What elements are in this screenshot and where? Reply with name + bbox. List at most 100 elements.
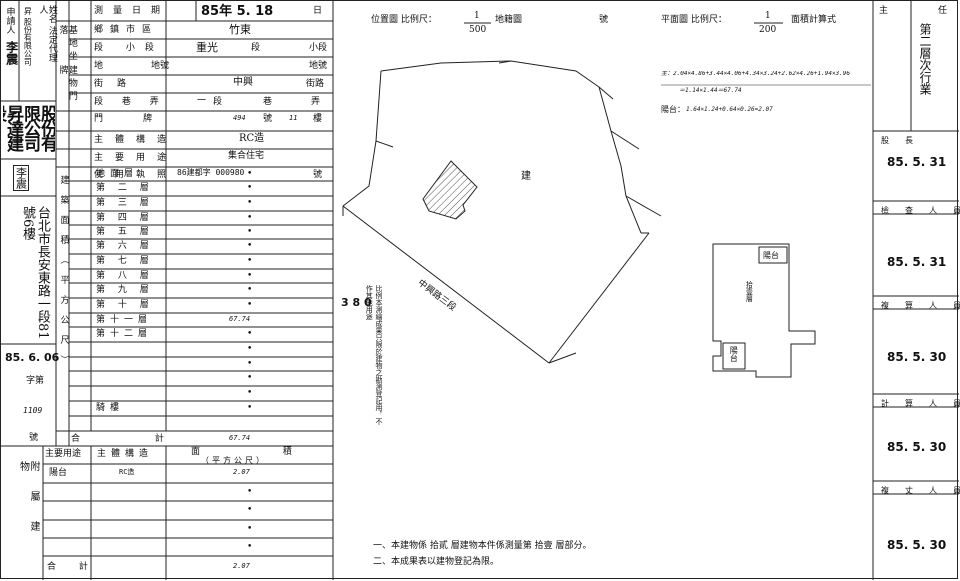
- floor-area-value: •: [247, 256, 253, 266]
- annex-total-label: 合 計: [47, 562, 98, 572]
- role-label: 複丈人員: [881, 486, 960, 495]
- parcel-group-label: 基地坐落: [57, 25, 77, 64]
- balcony-bottom-box: [722, 342, 746, 370]
- parcel-boundary-lines: [342, 60, 662, 364]
- road-suffix: 街路: [306, 79, 325, 89]
- lot-label: 地號: [151, 61, 170, 71]
- company-name-small: 昇 股份有限公司: [23, 7, 33, 66]
- plan-scale-numerator: 1: [765, 11, 771, 21]
- total-label: 合 計: [71, 434, 200, 444]
- applicant-label: 申請人: [4, 7, 15, 34]
- plan-scale-denominator: 200: [759, 25, 777, 35]
- annex-total-value: 2.07: [233, 562, 250, 570]
- number-label: 號: [29, 433, 39, 443]
- city-label: 鄉鎮市區: [94, 25, 159, 35]
- floor-label: 第 六 層: [96, 241, 154, 251]
- director-label: 主任: [879, 6, 947, 16]
- survey-date-value: 85年 5. 18: [201, 4, 274, 19]
- floor-area-value: •: [247, 183, 253, 193]
- annex-side-label: 附屬建物: [17, 461, 40, 551]
- door-no: 號: [263, 114, 273, 124]
- structure-value: RC造: [239, 133, 265, 144]
- building-map-label: 建: [521, 171, 531, 182]
- map-number-label: 號: [599, 15, 609, 25]
- role-date-stamp: 85. 5. 31: [887, 255, 947, 269]
- annex-area: •: [247, 524, 253, 534]
- floor-area-value: •: [247, 169, 253, 179]
- usage-label: 主要用途: [94, 153, 179, 163]
- lane-lane: 巷: [263, 97, 273, 107]
- annex-col-usage: 主要用途: [45, 449, 82, 459]
- floor-plan-title: 平面圖 比例尺：: [661, 15, 727, 25]
- role-label: 股長: [881, 136, 929, 145]
- lot-suffix: 地號: [309, 61, 328, 71]
- building-footprint: [422, 160, 478, 220]
- location-map-title: 位置圖 比例尺：: [371, 15, 437, 25]
- door-floor: 樓: [313, 114, 323, 124]
- main-area-formula: 主：2.04×4.86+3.44×4.06+4.34×3.24+2.62×4.2…: [661, 71, 851, 77]
- personal-stamp: 李震: [13, 165, 29, 191]
- area-method-label: 面積計算式: [791, 15, 837, 25]
- floor-label: 地面層: [96, 169, 139, 179]
- floor-plan-outline: [712, 243, 816, 378]
- role-label: 計算人員: [881, 399, 960, 408]
- floor-area-value: •: [247, 388, 253, 398]
- lane-seg: 段: [213, 97, 223, 107]
- floor-area-value: •: [247, 285, 253, 295]
- representative-name: 李震: [4, 41, 19, 65]
- floor-label: 第 十 層: [96, 300, 154, 310]
- survey-date-suffix: 日: [313, 6, 323, 16]
- balcony-formula-label: 陽台：: [661, 105, 685, 114]
- annex-area: •: [247, 542, 253, 552]
- annex-struct: RC造: [119, 468, 135, 476]
- floor-label: 第 八 層: [96, 271, 154, 281]
- cadastral-map-label: 地籍圖: [495, 15, 523, 25]
- permit-label: 使用執照: [94, 170, 179, 180]
- section-label: 段 小段: [94, 43, 164, 53]
- main-area-formula-result: ＝1.14×1.44＝67.74: [679, 87, 742, 94]
- balcony-formula: 1.64×1.24+0.64×0.26=2.07: [686, 106, 773, 113]
- annex-area: •: [247, 487, 253, 497]
- balcony-top-label: 陽台: [763, 251, 779, 260]
- annex-col-area-unit: （平方公尺）: [201, 456, 267, 465]
- annex-area: •: [247, 505, 253, 515]
- door-floor-value: 11: [289, 114, 298, 122]
- map-footnote: 比例本測繪成果只限於建物之勘測登記用，不作其他用途: [365, 285, 383, 425]
- survey-date-label: 測量日期: [94, 6, 171, 16]
- floor-area-value: •: [247, 403, 253, 413]
- lane-label: 段 巷 弄: [94, 97, 167, 107]
- total-value: 67.74: [229, 434, 251, 442]
- location-scale-denominator: 500: [469, 25, 487, 35]
- floor-area-value: •: [247, 198, 253, 208]
- floor-label: 騎樓: [96, 403, 125, 413]
- footer-note-1: 一、本建物係 拾貳 層建物本件係測量第 拾壹 層部分。: [373, 541, 592, 551]
- lane-alley: 弄: [311, 97, 321, 107]
- floor-label: 第 三 層: [96, 198, 154, 208]
- floor-label: 第十一層: [96, 315, 153, 325]
- door-label: 門牌: [94, 114, 193, 124]
- legal-representative-label: 姓名 法定代理人: [37, 5, 57, 62]
- section-suffix2: 小段: [309, 43, 328, 53]
- permit-suffix: 號: [313, 170, 323, 180]
- lot-prefix: 地: [94, 61, 104, 71]
- floor-area-value: •: [247, 359, 253, 369]
- road-label: 街路: [94, 79, 141, 89]
- floor-area-value: •: [247, 227, 253, 237]
- permit-value: 86建都字 000980: [177, 168, 245, 177]
- floor-area-value: •: [247, 373, 253, 383]
- role-label: 檢查人員: [881, 206, 960, 215]
- floor-area-value: 67.74: [229, 315, 251, 323]
- floor-label: 第 七 層: [96, 256, 154, 266]
- map-sheet-number: 3 8 0: [341, 296, 372, 309]
- annex-area: 2.07: [233, 468, 250, 476]
- company-seal: 股份有限公司 昇達建設: [3, 105, 55, 150]
- city-value: 竹東: [229, 23, 251, 36]
- floor-area-value: •: [247, 241, 253, 251]
- role-date-stamp: 85. 5. 30: [887, 538, 947, 552]
- floor-label: 第十二層: [96, 329, 153, 339]
- annex-usage: 陽台: [49, 468, 68, 478]
- floor-area-value: •: [247, 300, 253, 310]
- area-group-label: 建築面積（平方公尺）: [58, 175, 69, 375]
